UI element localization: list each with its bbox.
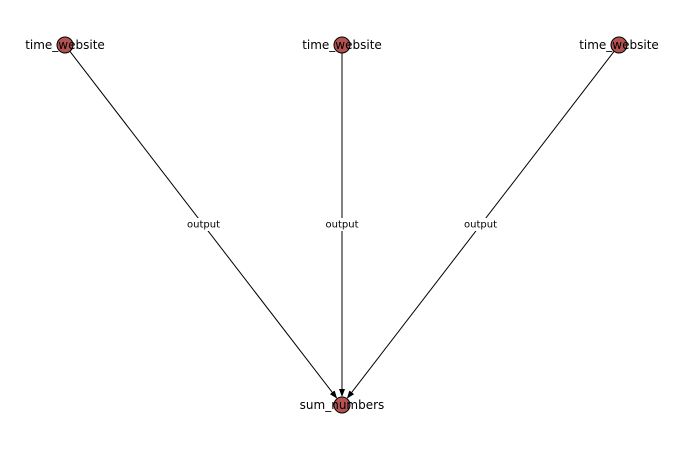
edge-label-background [463,218,498,231]
node-src1 [56,36,74,54]
node-label-src2: time_website [302,38,382,52]
edge-label: output [326,220,359,231]
node-src3 [610,36,628,54]
node-sink [333,396,351,414]
edge-label: output [464,220,497,231]
edge-label-background [186,218,221,231]
node-src2 [333,36,351,54]
node-label-src3: time_website [579,38,659,52]
node-label-src1: time_website [25,38,105,52]
edge-label-background [325,218,359,231]
node-label-sink: sum_numbers [300,398,385,412]
edge-label: output [187,220,220,231]
